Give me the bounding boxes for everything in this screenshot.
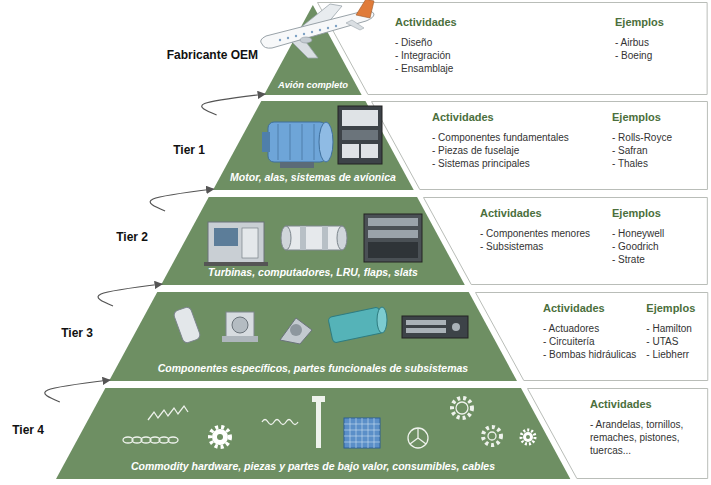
- list-item: - Honeywell: [612, 227, 664, 240]
- band-fill: [161, 197, 465, 285]
- band-caption: Componentes específicos, partes funciona…: [158, 362, 468, 374]
- list-item: - Safran: [612, 144, 672, 157]
- list-item: - Piezas de fuselaje: [432, 144, 569, 157]
- list-item: - Liebherr: [646, 348, 695, 361]
- cylinder-icon: [281, 226, 347, 250]
- label-holder: Tier 3: [61, 326, 93, 340]
- column-heading: Actividades: [480, 207, 590, 220]
- list-item: - UTAS: [646, 335, 695, 348]
- band-fill: [56, 388, 570, 479]
- pyramid-band: Tier 1Motor, alas, sistemas de avíonica: [213, 101, 414, 190]
- panel-column: Actividades - Actuadores- Circuitería- Bo…: [543, 302, 636, 361]
- pyramid-band: Tier 3Componentes específicos, partes fu…: [109, 292, 517, 381]
- activity-panel: Actividades - Componentes menores- Subsis…: [423, 197, 708, 285]
- label-holder: Tier 1: [173, 143, 205, 157]
- caption-holder: Avión completo: [264, 74, 362, 92]
- band-caption: Turbinas, computadores, LRU, flaps, slat…: [208, 266, 418, 278]
- panel-column: Actividades - Arandelas, tornillos, remac…: [590, 398, 702, 457]
- activity-panel: Actividades- Componentes fundamentales- …: [371, 101, 708, 190]
- tier-label: Tier 2: [116, 230, 148, 244]
- column-heading: Actividades: [543, 302, 636, 315]
- list-item: - Airbus: [615, 36, 664, 49]
- list-item: - Strate: [612, 253, 664, 266]
- panel-column: Ejemplos - Hamilton- UTAS- Liebherr: [646, 302, 695, 361]
- band-caption: Avión completo: [278, 80, 348, 90]
- tier-label: Tier 4: [12, 423, 44, 437]
- column-heading: Ejemplos: [646, 302, 695, 315]
- list-item: - Boeing: [615, 49, 664, 62]
- panel-shape: [317, 2, 708, 95]
- list-item: - Bombas hidráulicas: [543, 348, 636, 361]
- caption-holder: Commodity hardware, piezas y partes de b…: [56, 456, 570, 474]
- pyramid-band: Tier 2Turbinas, computadores, LRU, flaps…: [161, 197, 465, 285]
- list-item: - Thales: [612, 157, 672, 170]
- panel-column: Actividades - Diseño- Integración- Ensamb…: [395, 16, 457, 75]
- caption-holder: Motor, alas, sistemas de avíonica: [213, 167, 414, 185]
- list-item: - Subsistemas: [480, 240, 590, 253]
- column-heading: Actividades: [395, 16, 457, 29]
- panel-shape: [423, 197, 708, 285]
- label-holder: Fabricante OEM: [167, 48, 258, 62]
- panel-outline: [527, 389, 707, 479]
- tier-label: Tier 1: [173, 143, 205, 157]
- panel-outline: [475, 293, 707, 381]
- panel-column: Ejemplos - Airbus- Boeing: [615, 16, 664, 62]
- label-holder: Tier 4: [12, 423, 44, 437]
- column-heading: Actividades: [432, 111, 569, 124]
- list-item: - Componentes fundamentales: [432, 131, 569, 144]
- column-heading: Ejemplos: [612, 207, 664, 220]
- list-item: - Ensamblaje: [395, 62, 457, 75]
- panel-column: Actividades- Componentes fundamentales- …: [432, 111, 569, 170]
- tier-label: Tier 3: [61, 326, 93, 340]
- mesh-icon: [344, 418, 380, 448]
- band-caption: Motor, alas, sistemas de avíonica: [230, 171, 396, 183]
- panel-outline: [318, 3, 708, 95]
- computer-rack-icon: [364, 214, 422, 262]
- list-item: - Arandelas, tornillos, remaches, piston…: [590, 418, 702, 457]
- list-item: - Componentes menores: [480, 227, 590, 240]
- motor-icon: [262, 122, 333, 168]
- pyramid-band: Fabricante OEMAvión completo: [264, 5, 362, 95]
- panel-outline: [372, 102, 708, 190]
- column-heading: Ejemplos: [615, 16, 664, 29]
- list-item: - Hamilton: [646, 322, 695, 335]
- list-item: - Diseño: [395, 36, 457, 49]
- list-item: - Actuadores: [543, 322, 636, 335]
- panel-column: Actividades - Componentes menores- Subsis…: [480, 207, 590, 253]
- activity-panel: Actividades - Diseño- Integración- Ensamb…: [317, 2, 708, 95]
- label-holder: Tier 2: [116, 230, 148, 244]
- column-heading: Actividades: [590, 398, 702, 411]
- avionics-cabinet-icon: [338, 106, 382, 164]
- list-item: - Goodrich: [612, 240, 664, 253]
- panel-column: Ejemplos - Honeywell- Goodrich- Strate: [612, 207, 664, 266]
- panel-outline: [424, 198, 708, 285]
- pyramid-band: Tier 4Commodity hardware, piezas y parte…: [56, 388, 570, 479]
- caption-holder: Componentes específicos, partes funciona…: [109, 358, 517, 376]
- valve-icon: [222, 312, 258, 342]
- activity-panel: Actividades - Arandelas, tornillos, remac…: [527, 388, 708, 479]
- list-item: - Rolls-Royce: [612, 131, 672, 144]
- caption-holder: Turbinas, computadores, LRU, flaps, slat…: [161, 262, 465, 280]
- list-item: - Circuitería: [543, 335, 636, 348]
- panel-column: Ejemplos - Rolls-Royce- Safran- Thales: [612, 111, 672, 170]
- machine-icon: [204, 222, 268, 266]
- band-caption: Commodity hardware, piezas y partes de b…: [131, 460, 495, 472]
- band-fill: [109, 292, 517, 381]
- circuit-rack-icon: [402, 316, 468, 338]
- list-item: - Integración: [395, 49, 457, 62]
- activity-panel: Actividades - Actuadores- Circuitería- Bo…: [475, 292, 708, 381]
- tier-label: Fabricante OEM: [167, 48, 258, 62]
- list-item: - Sistemas principales: [432, 157, 569, 170]
- column-heading: Ejemplos: [612, 111, 672, 124]
